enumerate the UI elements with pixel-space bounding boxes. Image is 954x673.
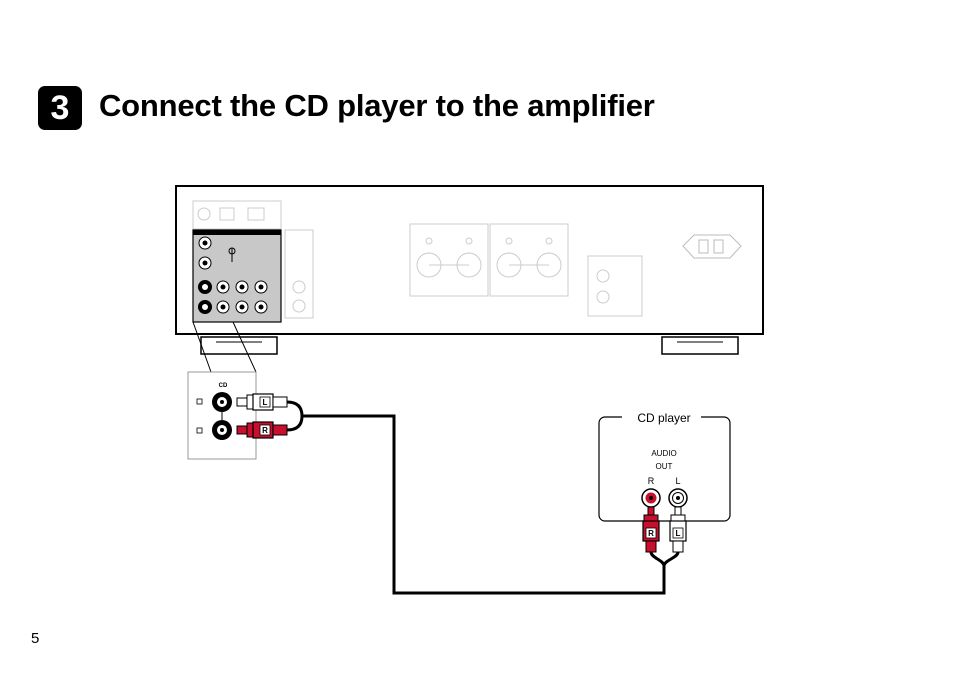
amplifier-rear-panel	[175, 185, 764, 355]
cd-left-label: L	[675, 476, 680, 486]
cd-side-rca-plugs: R L	[642, 506, 687, 553]
cd-out-label: OUT	[656, 462, 673, 471]
amplifier-cd-inset: CD	[187, 371, 257, 460]
speaker-terminals	[409, 223, 569, 297]
cd-left-plug-label: L	[676, 529, 681, 538]
cd-right-plug-label: R	[648, 529, 654, 538]
page-number: 5	[31, 630, 40, 647]
amp-right-plug-label: R	[262, 426, 268, 435]
amp-left-plug-label: L	[263, 398, 268, 407]
step-number-badge: 3	[38, 86, 82, 130]
ac-inlet	[682, 234, 742, 259]
cd-right-label: R	[648, 476, 655, 486]
phono-jacks	[198, 236, 236, 270]
rca-cable	[286, 400, 680, 595]
remote-control-jacks	[587, 255, 643, 317]
page-title: Connect the CD player to the amplifier	[99, 88, 655, 123]
cd-player-title: CD player	[637, 411, 690, 425]
inset-cd-label: CD	[219, 383, 228, 389]
line-input-jacks	[198, 280, 268, 314]
cd-audio-label: AUDIO	[651, 449, 676, 458]
cd-player: CD player AUDIO OUT R L	[598, 409, 731, 522]
amp-side-rca-plugs: L R	[236, 393, 288, 439]
